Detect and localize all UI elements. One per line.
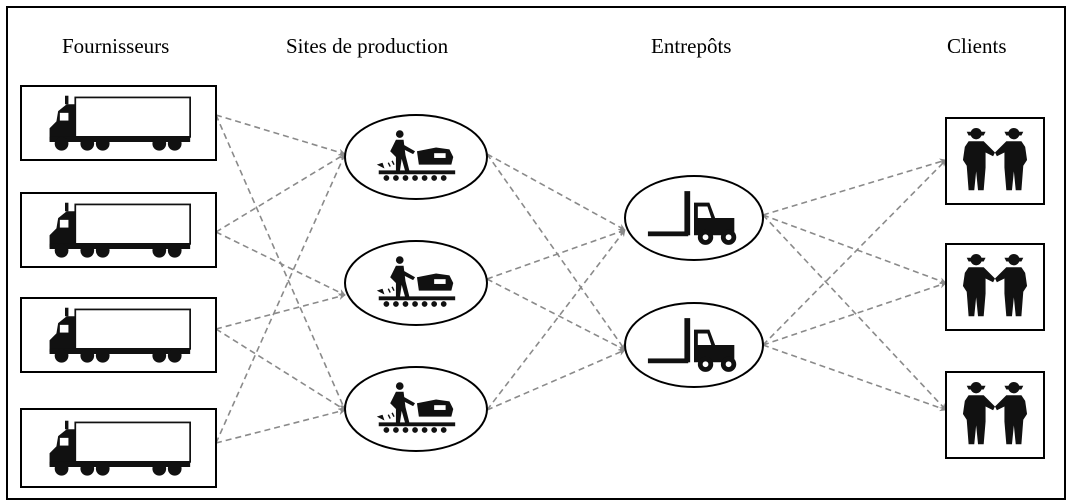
flow-arrow: [486, 153, 626, 231]
clients-column: [945, 117, 1045, 459]
client-node: [945, 117, 1045, 205]
supplier-node: [20, 297, 217, 373]
flow-arrow: [215, 328, 346, 411]
flow-arrow: [762, 281, 947, 346]
column-label-production: Sites de production: [286, 34, 449, 58]
flow-arrow: [762, 158, 947, 216]
flow-arrow: [215, 153, 346, 444]
flow-arrow: [486, 229, 626, 411]
flow-arrow: [215, 114, 346, 156]
supplier-node: [20, 408, 217, 488]
flow-arrow: [215, 293, 346, 330]
flow-arrow: [215, 408, 346, 444]
flow-arrow: [215, 231, 346, 296]
flow-arrow: [486, 278, 626, 351]
flow-arrow: [762, 159, 947, 346]
flow-arrows: [215, 114, 947, 444]
production-site-node: [344, 114, 488, 200]
production-site-node: [344, 240, 488, 326]
client-node: [945, 243, 1045, 331]
flow-arrow: [762, 214, 947, 411]
supplier-node: [20, 85, 217, 161]
flow-arrow: [486, 349, 626, 411]
warehouse-node: [624, 302, 764, 388]
supplier-node: [20, 192, 217, 268]
column-label-clients: Clients: [947, 34, 1007, 58]
flow-arrow: [762, 214, 947, 285]
flow-arrow: [486, 228, 626, 280]
column-label-suppliers: Fournisseurs: [62, 34, 170, 58]
flow-arrow: [762, 344, 947, 412]
flow-arrow: [215, 153, 346, 233]
column-label-warehouses: Entrepôts: [651, 34, 732, 58]
flow-arrow: [215, 114, 346, 411]
suppliers-column: [20, 85, 217, 488]
warehouse-node: [624, 175, 764, 261]
client-node: [945, 371, 1045, 459]
production-column: [344, 114, 488, 452]
warehouses-column: [624, 175, 764, 388]
production-site-node: [344, 366, 488, 452]
